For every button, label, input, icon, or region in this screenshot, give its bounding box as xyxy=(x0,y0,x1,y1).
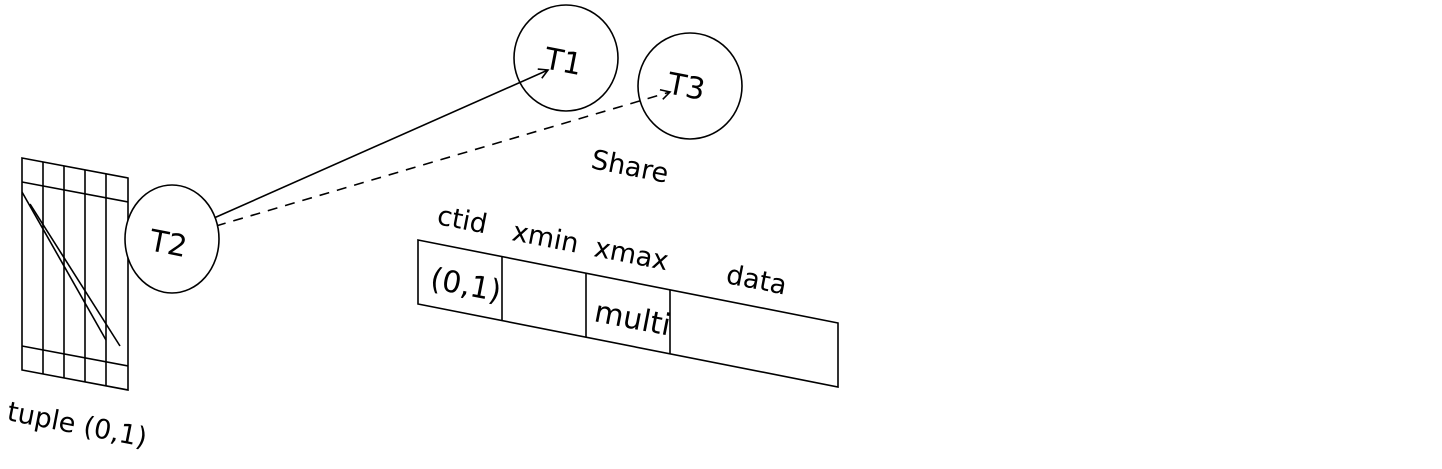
transaction-t2: T2 xyxy=(124,184,220,294)
tuple-door-icon xyxy=(21,157,129,391)
value-ctid: (0,1) xyxy=(427,261,503,309)
tuple-header-table: ctid xmin xmax data (0,1) multi xyxy=(417,200,839,388)
transaction-t3: T3 xyxy=(637,32,743,140)
t2-label: T2 xyxy=(145,223,189,265)
value-xmax: multi xyxy=(591,294,673,343)
t2-to-t3-arrow xyxy=(215,88,672,227)
t3-label: T3 xyxy=(663,66,707,108)
t1-label: T1 xyxy=(540,41,584,83)
tuple-label: tuple (0,1) xyxy=(5,396,150,453)
column-ctid: ctid xyxy=(435,200,490,240)
lock-mode-label: Share xyxy=(589,144,671,189)
column-data: data xyxy=(724,259,790,301)
column-xmin: xmin xyxy=(510,216,582,259)
transaction-t1: T1 xyxy=(513,4,619,112)
t2-to-t1-arrow xyxy=(213,68,550,219)
column-xmax: xmax xyxy=(592,232,671,277)
